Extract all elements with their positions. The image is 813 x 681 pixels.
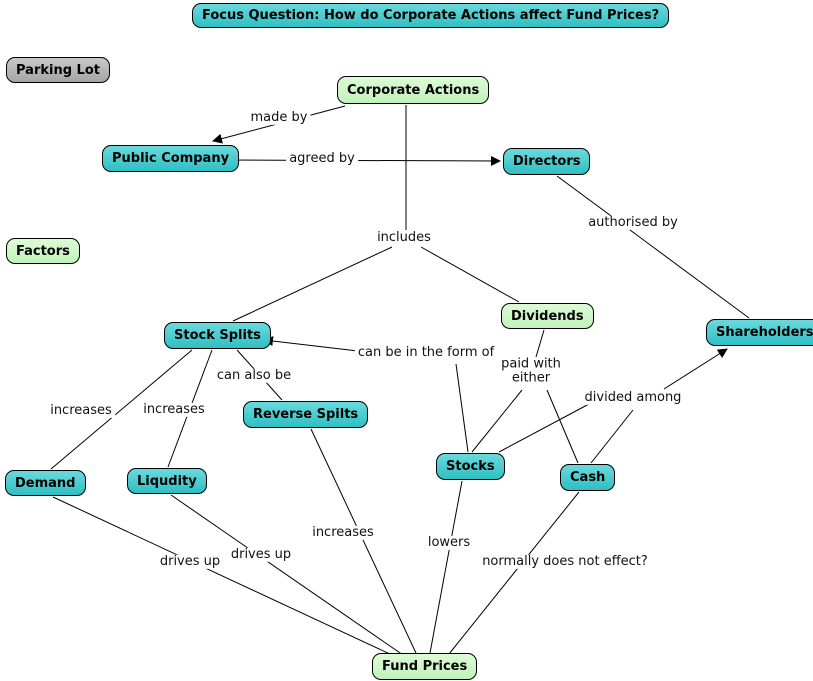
edge-cash-to-fund-prices: [448, 491, 580, 655]
node-shareholders[interactable]: Shareholders: [706, 319, 813, 346]
node-demand[interactable]: Demand: [5, 470, 86, 496]
edge-label-increases-reverse[interactable]: increases: [309, 525, 377, 541]
node-cash[interactable]: Cash: [560, 464, 616, 491]
edge-divided-among-to-shareholders: [663, 348, 728, 390]
edge-label-made-by[interactable]: made by: [247, 110, 311, 126]
edge-stocks-to-can-be-form: [455, 363, 469, 453]
edge-label-divided-among[interactable]: divided among: [581, 390, 685, 406]
edge-directors-to-shareholders: [556, 175, 750, 319]
edge-label-normally-does-not-effect[interactable]: normally does not effect?: [479, 554, 651, 570]
edge-label-can-also-be[interactable]: can also be: [213, 368, 295, 384]
node-public-company[interactable]: Public Company: [102, 145, 240, 172]
edge-public-company-to-directors: [228, 155, 501, 166]
edge-includes-to-dividends: [420, 246, 520, 303]
node-fund-prices[interactable]: Fund Prices: [372, 653, 478, 680]
node-corporate-actions[interactable]: Corporate Actions: [337, 76, 490, 104]
edge-label-increases-liqudity[interactable]: increases: [140, 402, 208, 418]
node-parking-lot[interactable]: Parking Lot: [6, 57, 110, 83]
node-stock-splits[interactable]: Stock Splits: [164, 322, 271, 349]
edge-label-increases-demand[interactable]: increases: [47, 403, 115, 419]
edge-label-drives-up-liqudity[interactable]: drives up: [227, 547, 295, 563]
edge-stock-splits-to-demand: [50, 349, 193, 470]
edge-includes-to-stock-splits: [232, 246, 393, 322]
edge-divided-among-to-cash: [590, 409, 634, 464]
edge-label-authorised-by[interactable]: authorised by: [585, 215, 681, 231]
node-stocks[interactable]: Stocks: [436, 453, 505, 480]
edge-paid-with-either-to-cash: [546, 389, 579, 464]
node-liqudity[interactable]: Liqudity: [127, 468, 207, 494]
edge-can-be-form-to-stock-splits: [263, 336, 359, 352]
edge-label-paid-with-either[interactable]: paid with either: [498, 357, 564, 387]
edge-label-agreed-by[interactable]: agreed by: [286, 151, 358, 167]
edge-label-includes[interactable]: includes: [374, 230, 434, 246]
edge-reverse-spilts-to-fund-prices: [310, 428, 417, 654]
node-factors[interactable]: Factors: [6, 238, 80, 264]
node-focus-question[interactable]: Focus Question: How do Corporate Actions…: [192, 3, 670, 28]
node-reverse-spilts[interactable]: Reverse Spilts: [243, 401, 369, 428]
node-directors[interactable]: Directors: [503, 148, 591, 175]
edge-label-can-be-form[interactable]: can be in the form of: [354, 345, 498, 361]
node-dividends[interactable]: Dividends: [501, 303, 594, 329]
edge-liqudity-to-fund-prices: [170, 494, 404, 656]
edge-label-drives-up-demand[interactable]: drives up: [156, 554, 224, 570]
edge-stocks-to-divided-among: [498, 403, 590, 453]
edge-label-lowers[interactable]: lowers: [424, 535, 474, 551]
edge-demand-to-fund-prices: [52, 496, 393, 656]
edge-paid-with-either-to-stocks: [471, 389, 523, 453]
edge-dividends-to-paid-with-either: [535, 329, 545, 358]
edge-stocks-to-fund-prices: [429, 480, 463, 654]
